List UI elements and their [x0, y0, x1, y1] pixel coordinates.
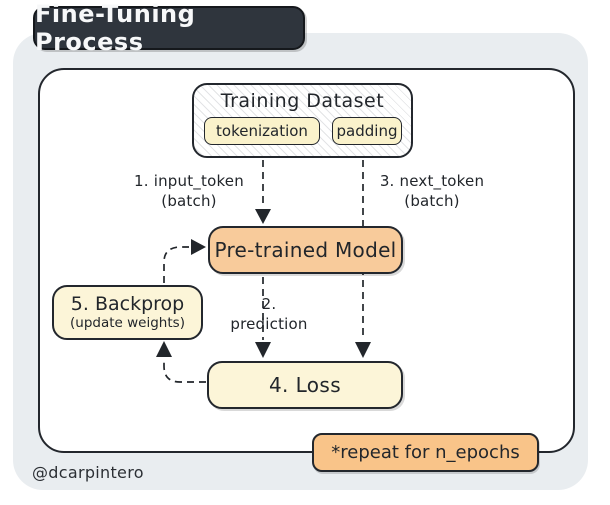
edge-label-input-token: 1. input_token (batch)	[123, 172, 255, 211]
next-token-sublabel: (batch)	[404, 191, 460, 210]
author-watermark: @dcarpintero	[32, 463, 144, 482]
tokenization-chip: tokenization	[204, 117, 320, 145]
edge-label-next-token: 3. next_token (batch)	[366, 172, 498, 211]
next-token-label: 3. next_token	[379, 172, 485, 190]
arrowhead-input-token	[255, 209, 271, 224]
backprop-subtitle: (update weights)	[70, 314, 185, 331]
pretrained-model-box: Pre-trained Model	[208, 226, 403, 274]
loss-box: 4. Loss	[207, 361, 403, 409]
arrowhead-loss-to-backprop	[156, 341, 172, 357]
edge-loss-to-backprop	[163, 359, 206, 383]
diagram-title-badge: Fine-Tuning Process	[33, 0, 305, 56]
input-token-label: 1. input_token	[134, 172, 244, 190]
padding-chip: padding	[332, 117, 402, 145]
backprop-box: 5. Backprop (update weights)	[52, 285, 203, 340]
backprop-title: 5. Backprop	[70, 292, 185, 315]
diagram-title: Fine-Tuning Process	[35, 0, 196, 56]
arrowhead-next-token	[355, 342, 371, 358]
prediction-label: 2. prediction	[230, 295, 308, 333]
input-token-sublabel: (batch)	[161, 191, 217, 210]
arrowhead-backprop-to-model	[191, 239, 206, 255]
edge-label-prediction: 2. prediction	[221, 295, 317, 334]
repeat-epochs-badge: *repeat for n_epochs	[312, 433, 539, 472]
edge-backprop-to-model	[163, 246, 189, 283]
training-dataset-box: Training Dataset tokenization padding	[192, 83, 413, 158]
training-dataset-title: Training Dataset	[220, 90, 385, 112]
dataset-chip-row: tokenization padding	[194, 117, 411, 145]
pretrained-model-label: Pre-trained Model	[214, 238, 397, 262]
loss-label: 4. Loss	[268, 373, 342, 397]
repeat-epochs-label: *repeat for n_epochs	[331, 442, 520, 463]
arrowhead-prediction	[255, 342, 271, 358]
